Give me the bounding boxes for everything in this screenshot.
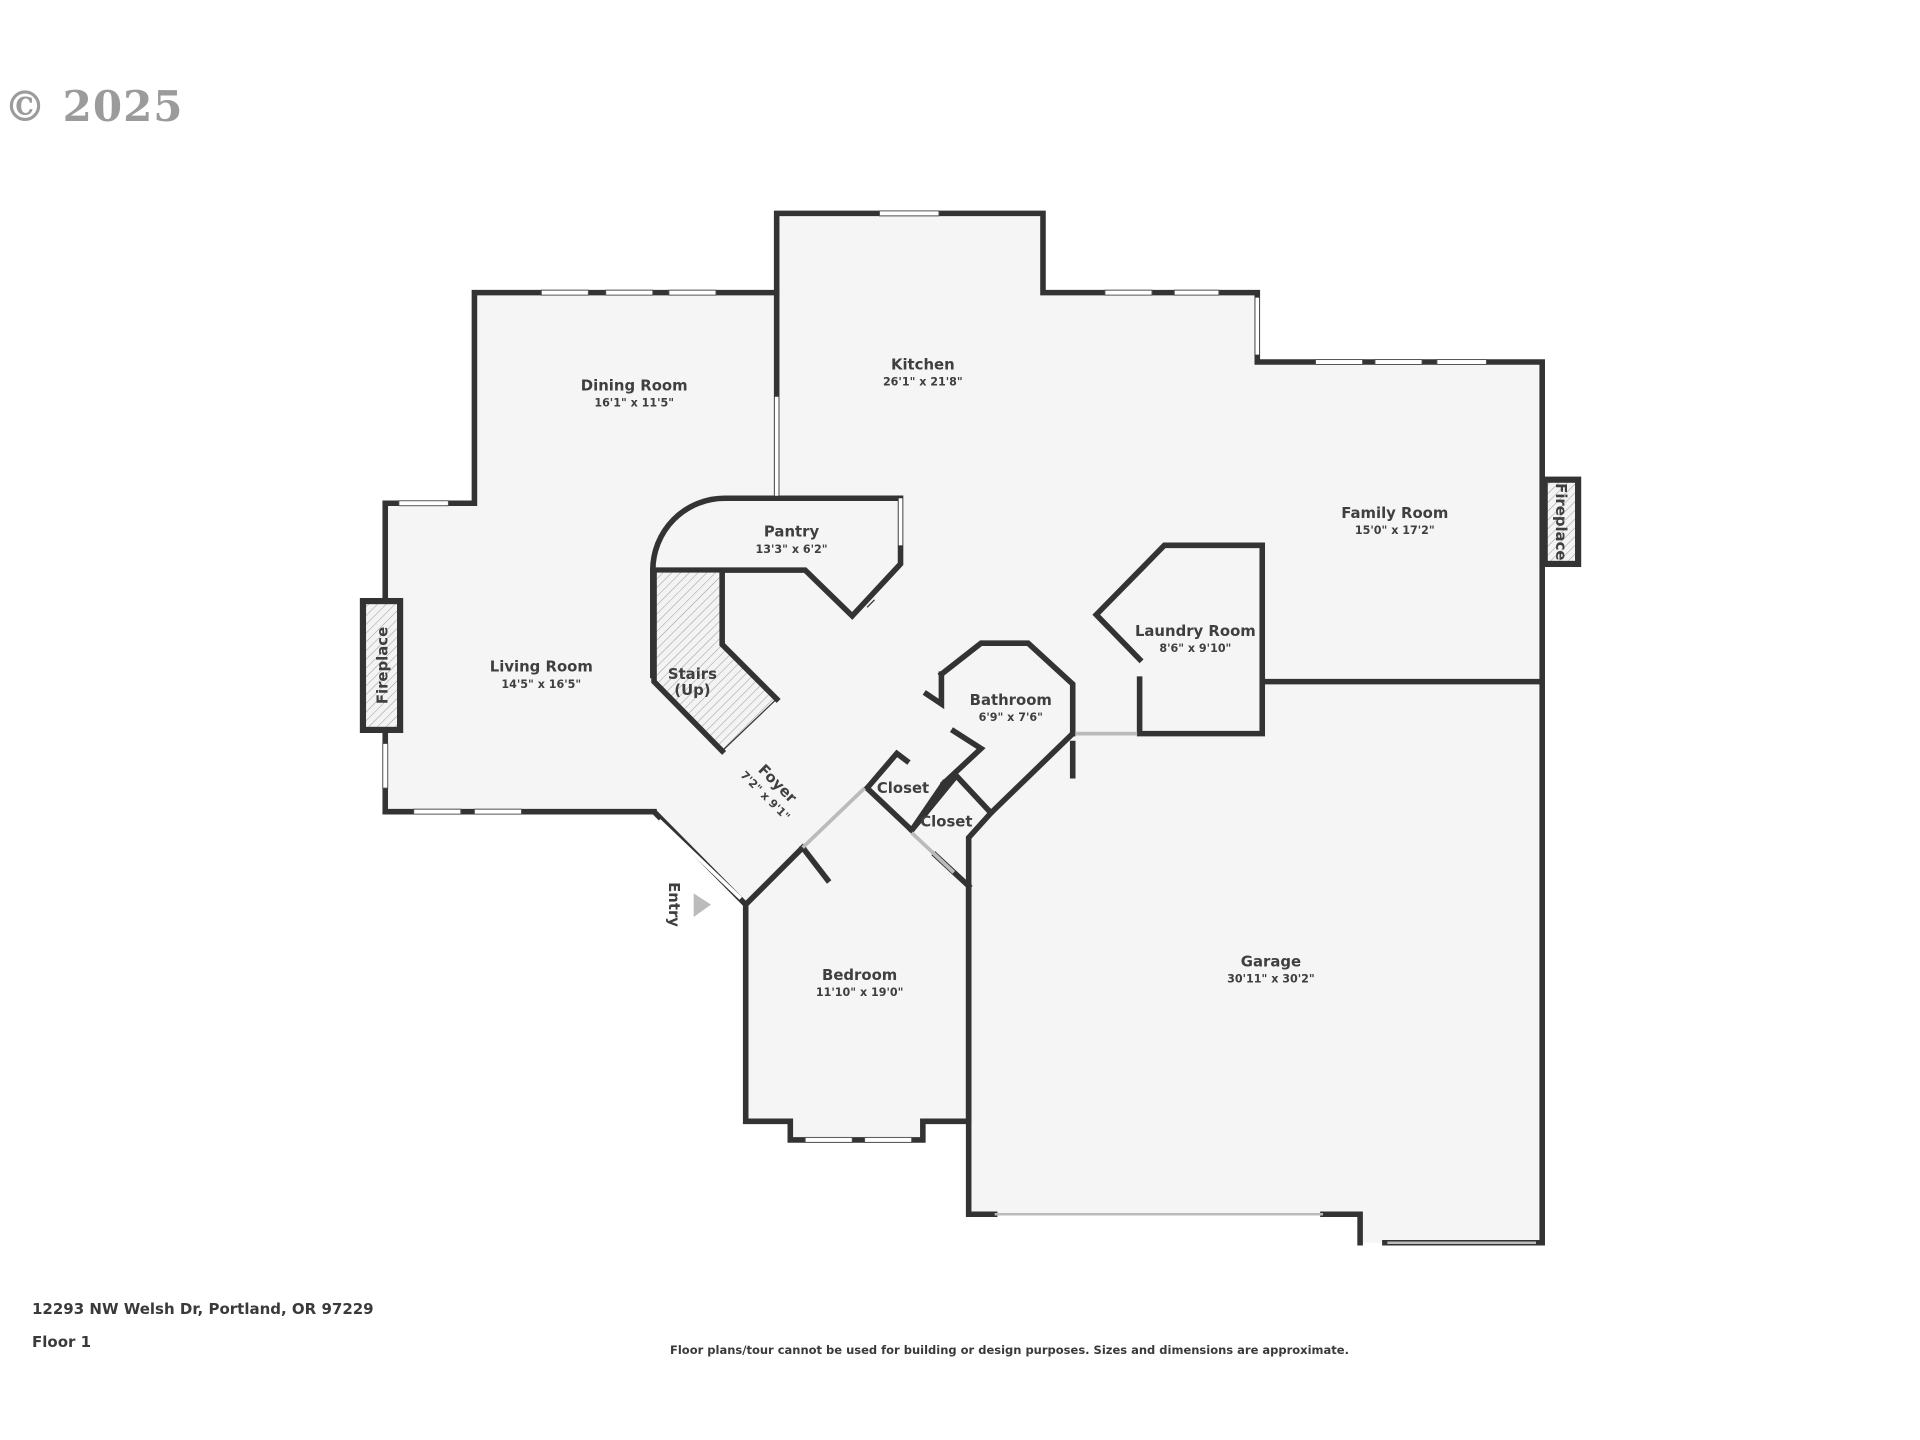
fireplace-left: Fireplace: [359, 597, 404, 734]
room-label-closet-2: Closet: [920, 813, 972, 831]
floor-label: Floor 1: [32, 1333, 92, 1351]
svg-text:26'1" x 21'8": 26'1" x 21'8": [883, 376, 963, 389]
floor-area: [385, 213, 1543, 1243]
svg-text:Bedroom: Bedroom: [822, 966, 897, 984]
room-label-bathroom: Bathroom 6'9" x 7'6": [970, 691, 1052, 724]
svg-text:Living Room: Living Room: [490, 658, 593, 676]
room-label-pantry: Pantry 13'3" x 6'2": [756, 523, 828, 556]
svg-text:Kitchen: Kitchen: [891, 355, 955, 373]
svg-text:16'1" x 11'5": 16'1" x 11'5": [594, 397, 674, 410]
room-label-garage: Garage 30'11" x 30'2": [1227, 953, 1315, 986]
svg-text:14'5" x 16'5": 14'5" x 16'5": [501, 678, 581, 691]
svg-text:Fireplace: Fireplace: [1552, 483, 1570, 560]
svg-text:Closet: Closet: [920, 813, 972, 831]
svg-text:Bathroom: Bathroom: [970, 691, 1052, 709]
svg-text:Pantry: Pantry: [764, 523, 820, 541]
svg-text:Stairs: Stairs: [668, 665, 717, 683]
room-label-laundry: Laundry Room 8'6" x 9'10": [1135, 622, 1256, 655]
disclaimer-text: Floor plans/tour cannot be used for buil…: [670, 1343, 1349, 1357]
room-label-kitchen: Kitchen 26'1" x 21'8": [883, 355, 963, 388]
svg-text:Laundry Room: Laundry Room: [1135, 622, 1256, 640]
room-label-living: Living Room 14'5" x 16'5": [490, 658, 593, 691]
fireplace-right: Fireplace: [1541, 476, 1582, 568]
svg-text:Fireplace: Fireplace: [374, 627, 392, 704]
copyright-watermark: © 2025: [4, 82, 184, 131]
svg-text:30'11" x 30'2": 30'11" x 30'2": [1227, 973, 1315, 986]
entry-marker: Entry: [665, 882, 712, 927]
svg-text:Family Room: Family Room: [1341, 504, 1448, 522]
room-label-stairs: Stairs (Up) (Up): [668, 665, 717, 699]
svg-text:15'0" x 17'2": 15'0" x 17'2": [1355, 524, 1435, 537]
windows: [382, 210, 1487, 1143]
stairs-sub-label: (Up): [674, 681, 710, 699]
svg-text:Dining Room: Dining Room: [581, 377, 688, 395]
property-address: 12293 NW Welsh Dr, Portland, OR 97229: [32, 1300, 374, 1318]
openings: [652, 297, 1536, 1244]
svg-text:8'6" x 9'10": 8'6" x 9'10": [1159, 642, 1231, 655]
entry-arrow-icon: [693, 893, 712, 917]
svg-text:Entry: Entry: [665, 882, 683, 927]
room-label-family: Family Room 15'0" x 17'2": [1341, 504, 1448, 537]
stairs: [651, 569, 781, 755]
svg-text:Garage: Garage: [1241, 953, 1301, 971]
svg-text:13'3" x 6'2": 13'3" x 6'2": [756, 543, 828, 556]
room-label-bedroom: Bedroom 11'10" x 19'0": [816, 966, 904, 999]
laundry-walls: [1092, 542, 1266, 737]
room-label-dining: Dining Room 16'1" x 11'5": [581, 377, 688, 410]
svg-text:11'10" x 19'0": 11'10" x 19'0": [816, 986, 904, 999]
room-label-closet-1: Closet: [877, 779, 929, 797]
svg-text:Closet: Closet: [877, 779, 929, 797]
svg-text:6'9" x 7'6": 6'9" x 7'6": [979, 711, 1043, 724]
